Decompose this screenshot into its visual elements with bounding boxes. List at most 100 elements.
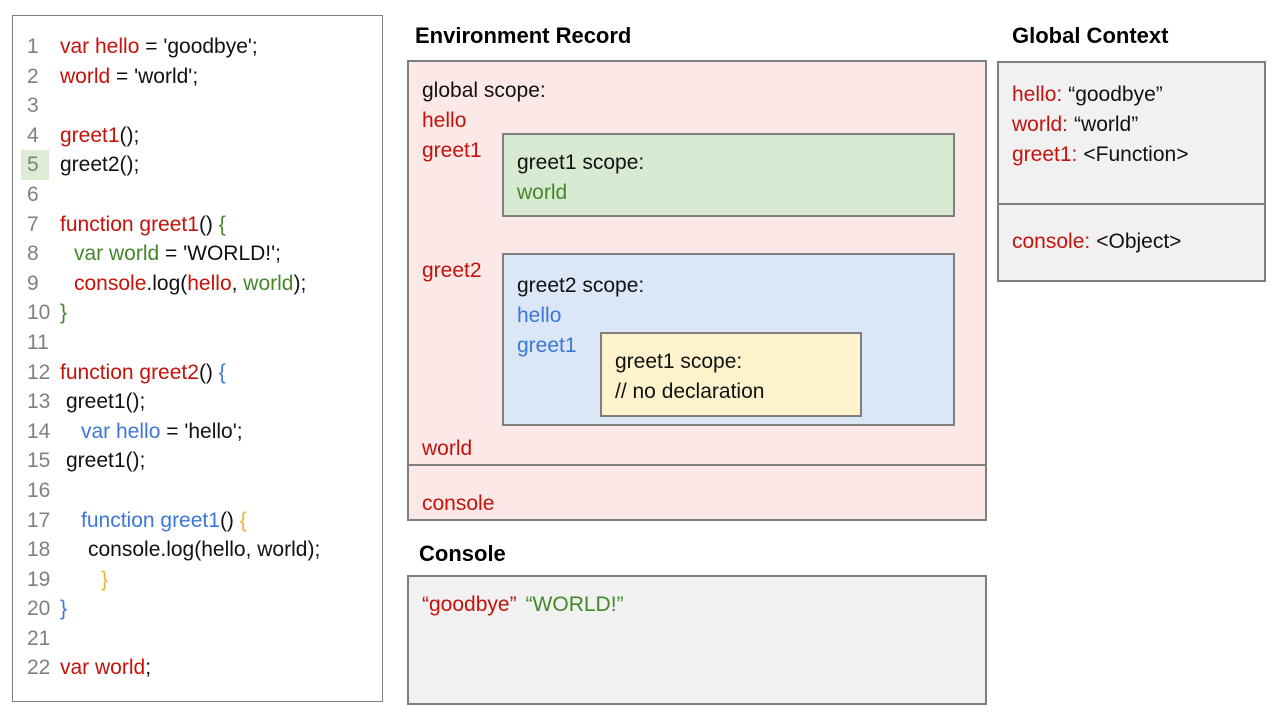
code-line-text: var world; [60,653,151,683]
code-line: 17 function greet1() { [21,506,376,536]
line-number: 4 [27,123,39,147]
code-line: 13 greet1(); [21,387,376,417]
code-line: 14 var hello = 'hello'; [21,417,376,447]
code-line-text: var hello = 'hello'; [81,417,243,447]
variable-name: console: [1012,230,1091,253]
code-line: 16 [21,476,376,506]
code-token: () [198,360,219,384]
code-panel: 1 var hello = 'goodbye'; 2 world = 'world';… [12,15,383,702]
code-token: } [101,567,109,591]
greet2-scope-title: greet2 scope: [517,274,645,297]
line-number: 6 [27,182,39,206]
global-var-greet2: greet2 [422,259,482,282]
code-token: = 'WORLD!'; [159,242,281,266]
code-token: (); [119,123,140,147]
code-line-text: } [101,565,108,595]
code-token: = 'goodbye'; [139,35,258,58]
code-token: { [239,508,247,532]
console-output-line: “goodbye”“WORLD!” [422,590,985,620]
line-number: 12 [27,360,51,384]
code-token: = 'hello'; [160,419,243,443]
console-output-value: “goodbye” [422,593,517,616]
line-number: 17 [27,508,51,532]
greet1-scope-title: greet1 scope: [517,151,645,174]
line-number: 22 [27,656,51,680]
code-line: 22 var world; [21,653,376,683]
line-number: 2 [27,64,39,88]
line-number: 1 [27,35,39,58]
code-token: hello [187,271,232,295]
code-line-text: greet2(); [60,150,139,180]
code-token: ); [293,271,307,295]
code-line-text: function greet2() { [60,358,226,388]
code-token: } [60,597,68,621]
code-token: greet2(); [60,153,140,177]
code-line-text: greet1(); [66,387,145,417]
code-token: = 'world'; [110,64,199,88]
line-number: 7 [27,212,39,236]
code-line-text: } [60,298,67,328]
line-number: 19 [27,567,51,591]
variable-name: world: [1012,113,1069,136]
line-number: 10 [27,301,51,325]
greet1-scope-box: greet1 scope: world [502,133,955,217]
code-line: 21 [21,624,376,654]
code-token: function greet1 [81,508,220,532]
global-context-console-box: console:<Object> [997,203,1266,282]
code-token: function greet2 [60,360,199,384]
line-number: 13 [27,390,51,414]
console-binding-box: console [407,464,987,521]
variable-name: hello: [1012,83,1063,106]
variable-value: <Function> [1083,143,1189,166]
code-line: 3 [21,91,376,121]
code-line: 12 function greet2() { [21,358,376,388]
code-token: var hello [60,35,140,58]
code-token: .log( [146,271,188,295]
code-line: 4 greet1(); [21,121,376,151]
greet1-var-world: world [517,181,568,204]
code-token: var hello [81,419,161,443]
greet2-var-greet1: greet1 [517,334,577,357]
global-var-world: world [422,437,473,460]
code-line: 10} [21,298,376,328]
global-var-greet1: greet1 [422,139,482,162]
console-binding-label: console [422,492,495,515]
line-number: 16 [27,478,51,502]
variable-value: <Object> [1096,230,1182,253]
line-number: 9 [27,271,39,295]
global-scope-box: global scope: hello greet1 greet2 world … [407,60,987,466]
code-token: greet1 [60,123,120,147]
variable-value: “world” [1074,113,1139,136]
code-line-text: var world = 'WORLD!'; [74,239,281,269]
code-line: 6 [21,180,376,210]
global-scope-title: global scope: [422,79,546,102]
line-number: 15 [27,449,51,473]
line-number: 20 [27,597,51,621]
code-token: world [243,271,294,295]
line-number-highlighted: 5 [21,150,49,180]
global-context-variables-box: hello:“goodbye” world:“world” greet1:<Fu… [997,61,1266,205]
global-context-row: greet1:<Function> [1012,140,1264,170]
global-var-hello: hello [422,109,467,132]
code-line: 20} [21,594,376,624]
line-number: 14 [27,419,51,443]
inner-greet1-scope-box: greet1 scope: // no declaration [600,332,862,417]
code-lines: 1 var hello = 'goodbye'; 2 world = 'world';… [21,32,376,683]
code-token: { [218,212,226,236]
inner-greet1-scope-title: greet1 scope: [615,350,743,373]
global-context-row: hello:“goodbye” [1012,80,1264,110]
global-context-row: world:“world” [1012,110,1264,140]
variable-name: greet1: [1012,143,1078,166]
console-output-box: “goodbye”“WORLD!” [407,575,987,705]
greet2-var-hello: hello [517,304,562,327]
line-number: 3 [27,94,39,118]
code-token: function greet1 [60,212,199,236]
code-line-text: function greet1() { [81,506,247,536]
variable-value: “goodbye” [1068,83,1163,106]
code-line-text: console.log(hello, world); [88,535,320,565]
